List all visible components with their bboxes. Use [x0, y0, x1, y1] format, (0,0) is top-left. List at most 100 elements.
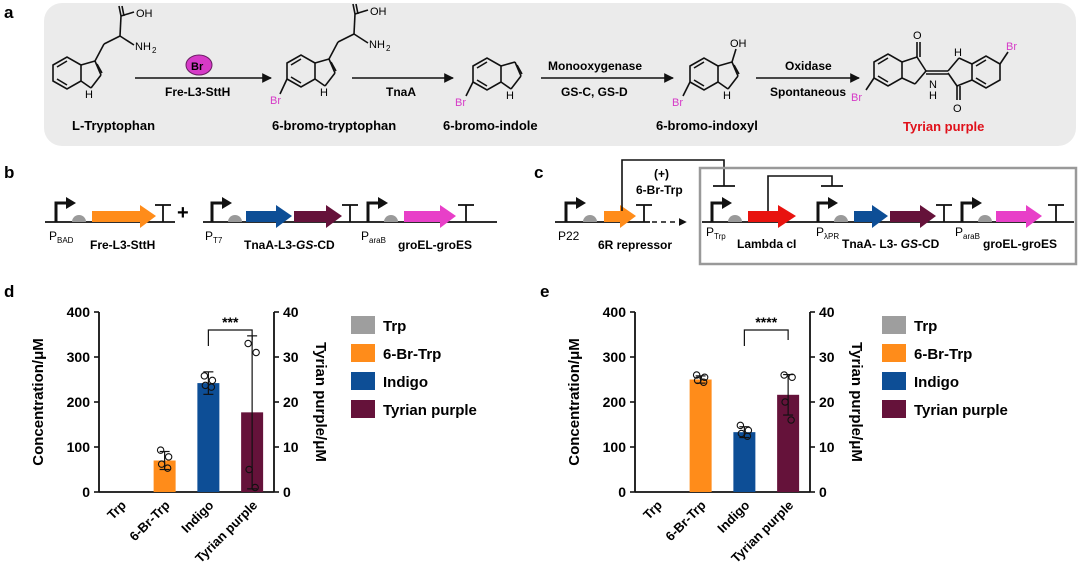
- promoter-parab-c: P: [955, 225, 963, 239]
- atom-br-2: Br: [455, 97, 466, 109]
- plus-sign: +: [177, 202, 189, 224]
- bar: [153, 460, 176, 492]
- atom-nh2-2-sub: 2: [386, 44, 391, 53]
- legend-label: Trp: [383, 318, 406, 335]
- y-tick-label: 400: [603, 304, 627, 320]
- y2-tick-label: 40: [283, 304, 299, 320]
- y-tick-label: 300: [603, 349, 627, 365]
- y2-tick-label: 20: [283, 394, 299, 410]
- y2-axis-title: Tyrian purple/μM: [312, 342, 329, 462]
- atom-o-1: O: [913, 30, 922, 42]
- significance-label: ***: [222, 314, 239, 330]
- promoter-parab-b-sub: araB: [369, 236, 386, 245]
- structure-6-bromo-indole: [465, 57, 523, 97]
- label-6-bromo-indole: 6-bromo-indole: [443, 118, 538, 133]
- promoter-pt7-sub: T7: [213, 236, 223, 245]
- legend-swatch: [882, 400, 906, 418]
- atom-o-2: O: [953, 103, 962, 115]
- data-point: [251, 483, 259, 492]
- promoter-pbad: P: [49, 229, 57, 243]
- legend-swatch: [351, 372, 375, 390]
- significance-bracket: [207, 329, 253, 346]
- data-point: [787, 416, 795, 424]
- y-tick-label: 100: [67, 439, 91, 455]
- legend-swatch: [882, 372, 906, 390]
- atom-nh-5: H: [929, 90, 937, 102]
- y2-axis-title: Tyrian purple/μM: [848, 342, 865, 462]
- bar: [777, 394, 800, 492]
- promoter-parab-c-sub: araB: [963, 232, 980, 241]
- legend-swatch: [351, 344, 375, 362]
- construct-b-1: [45, 197, 175, 228]
- data-point: [699, 378, 708, 386]
- data-point: [207, 383, 216, 391]
- y-tick-label: 200: [603, 394, 627, 410]
- label-tyrian-purple: Tyrian purple: [903, 119, 984, 134]
- structure-tyrian-purple: [865, 42, 1009, 100]
- data-point: [692, 371, 701, 379]
- bromide-ion-label: Br: [191, 61, 204, 73]
- atom-nh-4: H: [723, 90, 731, 102]
- legend-label: Trp: [914, 318, 937, 335]
- structure-6-bromo-tryptophan: [279, 3, 369, 95]
- arrow-3-label-bottom: GS-C, GS-D: [561, 85, 628, 99]
- arrow-3-label-top: Monooxygenase: [548, 59, 642, 73]
- data-point: [163, 464, 172, 472]
- arrow-4-label-bottom: Spontaneous: [770, 85, 846, 99]
- atom-br-3: Br: [672, 97, 683, 109]
- atom-br-1: Br: [270, 95, 281, 107]
- x-tick-label: Trp: [640, 497, 665, 522]
- construct-c: [555, 159, 1078, 266]
- gene-gro-label-c: groEL-groES: [983, 237, 1057, 251]
- legend-label: Indigo: [914, 374, 959, 391]
- legend-swatch: [882, 316, 906, 334]
- arrow-1-label: Fre-L3-SttH: [165, 85, 230, 99]
- construct-b-2: [203, 197, 497, 228]
- y-tick-label: 400: [67, 304, 91, 320]
- y-tick-label: 300: [67, 349, 91, 365]
- structure-6-bromo-indoxyl: [682, 48, 740, 97]
- atom-nh2-sub: 2: [152, 46, 157, 55]
- atom-br-4: Br: [851, 92, 862, 104]
- legend-label: 6-Br-Trp: [383, 346, 441, 363]
- atom-nh2: NH: [135, 41, 151, 53]
- y2-tick-label: 30: [283, 349, 299, 365]
- data-point: [244, 339, 252, 348]
- legend-label: Indigo: [383, 374, 428, 391]
- data-point: [245, 465, 253, 474]
- data-point: [781, 398, 789, 406]
- significance-bracket: [743, 329, 789, 346]
- y2-tick-label: 30: [819, 349, 835, 365]
- y2-tick-label: 10: [283, 439, 299, 455]
- data-point: [700, 373, 709, 381]
- data-point: [208, 376, 217, 385]
- regulated-module-frame: [698, 166, 1078, 266]
- promoter-ptrp: P: [706, 225, 714, 239]
- data-point: [156, 446, 165, 454]
- label-l-tryptophan: L-Tryptophan: [72, 118, 155, 133]
- promoter-papr-sub: λPR: [824, 232, 839, 241]
- structure-l-tryptophan: [52, 5, 135, 90]
- data-point: [743, 432, 752, 440]
- significance-label: ****: [755, 314, 777, 330]
- bromide-ion: [185, 54, 213, 76]
- bar: [733, 432, 756, 492]
- legend-label: 6-Br-Trp: [914, 346, 972, 363]
- y2-tick-label: 10: [819, 439, 835, 455]
- legend-label: Tyrian purple: [383, 402, 477, 419]
- label-6-bromo-indoxyl: 6-bromo-indoxyl: [656, 118, 758, 133]
- promoter-pbad-sub: BAD: [57, 236, 74, 245]
- atom-nh-6: H: [954, 47, 962, 59]
- y-tick-label: 0: [82, 484, 90, 500]
- x-tick-label: Indigo: [714, 497, 752, 535]
- data-point: [737, 429, 746, 438]
- panel-a-letter: a: [4, 3, 14, 22]
- legend-swatch: [351, 316, 375, 334]
- data-point: [164, 453, 173, 461]
- gene-tna-label: TnaA-L3-GS-CD: [244, 238, 335, 252]
- atom-nh: H: [85, 89, 93, 101]
